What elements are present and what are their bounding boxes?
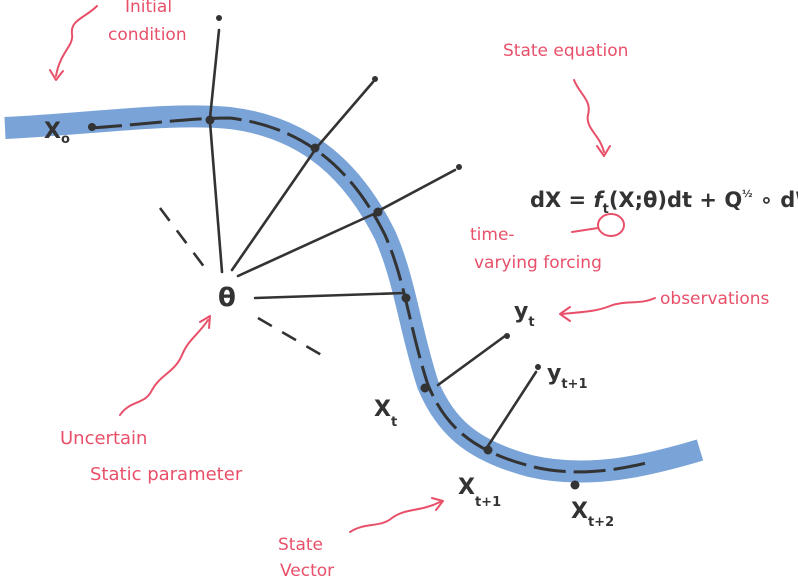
observation-dot-yt [504, 333, 510, 339]
observations-arrow [561, 297, 656, 315]
theta-connectors [208, 120, 406, 300]
state-vector-arrow [349, 501, 441, 533]
annotations: Initial condition State equation time- v… [60, 0, 770, 581]
forcing-label-1: time- [470, 225, 515, 245]
xt-label: Xt [374, 397, 397, 430]
uncertain-label-1: Uncertain [60, 428, 147, 449]
uncertain-arrowhead [199, 315, 211, 329]
state-dot [373, 207, 383, 217]
state-dot-xt1 [483, 445, 493, 455]
theta-connector [208, 120, 224, 274]
outer-line [208, 28, 221, 120]
trajectory-line [89, 116, 651, 474]
outer-dot [216, 15, 222, 21]
outer-line [316, 80, 375, 148]
state-dot-xt [420, 383, 430, 393]
initial-condition-label-1: Initial [125, 0, 172, 17]
theta-dashed-lines [158, 207, 331, 362]
initial-arrow [55, 5, 98, 77]
dashed-connector [257, 316, 331, 362]
outer-line [378, 168, 457, 212]
outer-lines [208, 28, 538, 448]
initial-arrowhead [49, 69, 64, 81]
yt1-label: yt+1 [547, 361, 588, 392]
uncertain-label-2: Static parameter [90, 464, 243, 485]
state-dot [310, 143, 320, 153]
annotation-arrows [49, 5, 656, 533]
xt2-label: Xt+2 [571, 499, 614, 530]
forcing-pointer [571, 227, 599, 233]
theta-connector [236, 210, 380, 278]
initial-condition-label-2: condition [108, 25, 187, 45]
observations-arrowhead [559, 306, 571, 322]
dashed-connector [158, 207, 207, 269]
state-dot [205, 115, 215, 125]
state-equation: dX = ft(X;θ)dt + Q½ ∘ dW [530, 188, 798, 217]
observation-link [486, 370, 538, 448]
outer-dot [456, 164, 462, 170]
state-eq-arrow [573, 79, 605, 153]
state-equation-label: State equation [503, 41, 628, 61]
state-vector-label-2: Vector [280, 561, 334, 581]
state-vector-label-1: State [278, 535, 323, 555]
state-dot-x0 [88, 123, 96, 131]
observation-link [436, 334, 507, 387]
x0-label: Xo [44, 119, 70, 147]
state-vector-arrowhead [431, 497, 444, 511]
observation-dot-yt1 [535, 364, 541, 370]
state-eq-arrowhead [596, 145, 611, 157]
yt-label: yt [514, 299, 535, 330]
forcing-circle [597, 213, 625, 237]
dots [88, 15, 580, 490]
state-dot-xt2 [570, 480, 580, 490]
math-symbols: θ Xo Xt Xt+1 Xt+2 yt yt+1 dX = ft(X;θ)dt… [44, 119, 798, 530]
uncertain-arrow [119, 319, 209, 416]
theta-symbol: θ [218, 283, 236, 313]
observations-label: observations [660, 289, 770, 309]
forcing-label-2: varying forcing [474, 253, 602, 273]
theta-connector [230, 148, 317, 272]
outer-dot [372, 76, 378, 82]
xt1-label: Xt+1 [458, 475, 501, 510]
theta-connector [253, 291, 406, 300]
state-dot [401, 293, 411, 303]
